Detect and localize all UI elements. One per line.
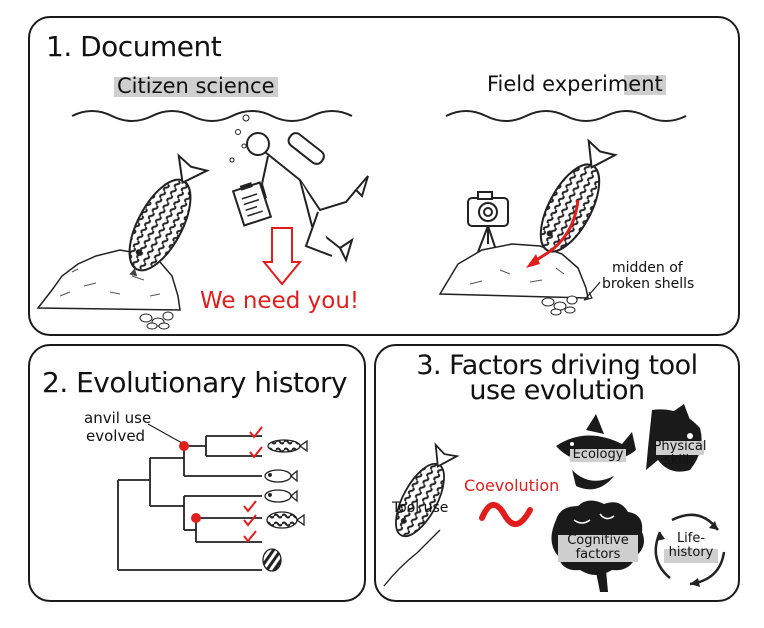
fish-icon <box>128 153 210 277</box>
tip-fish-3 <box>264 489 298 503</box>
panel-document-title: 1. Document <box>46 30 222 63</box>
coevolution-label: Coevolution <box>464 476 560 495</box>
anvil-origin-marker-2 <box>191 513 201 523</box>
broken-shells-right <box>541 295 578 316</box>
midden-label-line1: midden of <box>612 260 683 276</box>
strike-arrow <box>529 199 580 266</box>
tip-fish-4 <box>266 511 305 529</box>
anvil-label-line2: evolved <box>86 427 146 445</box>
fish-icon-right <box>539 138 619 253</box>
water-surface-right <box>445 110 687 122</box>
anvil-rock-right <box>438 243 589 299</box>
midden-label-line2: broken shells <box>602 276 695 292</box>
panel-evolutionary-history <box>28 344 366 602</box>
diver-icon <box>246 132 369 263</box>
tip-fish-2 <box>264 469 298 483</box>
coevolution-squiggle <box>479 502 533 527</box>
clipboard-icon <box>231 181 273 227</box>
anvil-origin-marker <box>179 441 189 451</box>
tip-fish-5 <box>262 548 282 572</box>
citizen-science-heading: Citizen science <box>114 74 278 98</box>
ecology-label: Ecology <box>566 448 630 462</box>
phylogenetic-tree <box>117 435 262 571</box>
water-surface-left <box>71 110 353 122</box>
anvil-label-line1: anvil use <box>84 409 152 427</box>
midden-pointer <box>583 281 601 301</box>
life-history-label: Life- history <box>660 532 722 563</box>
call-to-action-text: We need you! <box>200 288 360 314</box>
check-marks <box>243 426 263 543</box>
panel-factors-title: 3. Factors driving tool use evolution <box>416 350 698 406</box>
broken-shells-left <box>139 311 174 330</box>
tool-use-label: Tool use <box>392 500 449 516</box>
physical-skills-label: Physical skills <box>653 439 707 468</box>
camera-icon <box>467 191 509 227</box>
cognitive-factors-label: Cognitive factors <box>556 534 640 562</box>
bubbles <box>229 114 250 163</box>
tripod <box>477 225 497 253</box>
physical-fish-icon <box>646 404 702 472</box>
panel-evolutionary-history-title: 2. Evolutionary history <box>42 366 348 399</box>
tip-fish-1 <box>267 439 308 453</box>
call-to-action-arrow <box>261 227 303 286</box>
field-experiment-heading: Field experiment <box>484 72 666 96</box>
tool-use-fish <box>395 442 460 538</box>
